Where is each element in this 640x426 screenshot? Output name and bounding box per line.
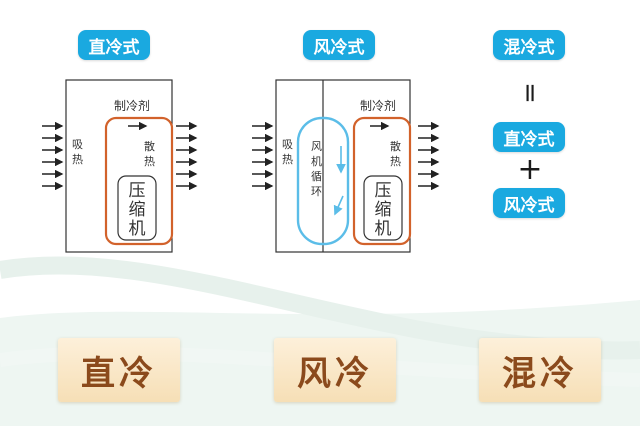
fan-loop-char-3: 循 xyxy=(311,170,322,183)
direct-cooling-pill: 直冷式 xyxy=(78,30,150,60)
direct-compressor-char-2: 缩 xyxy=(129,200,146,220)
air-cooling-pill: 风冷式 xyxy=(303,30,375,60)
air-absorb-char-2: 热 xyxy=(282,153,293,166)
direct-cooling-label: 直冷 xyxy=(58,338,180,402)
hybrid-cooling-label: 混冷 xyxy=(479,338,601,402)
fan-loop-char-4: 环 xyxy=(311,185,322,198)
plus-sign: + xyxy=(517,152,543,187)
hybrid-part-air-pill: 风冷式 xyxy=(493,188,565,218)
air-compressor-char-2: 缩 xyxy=(375,200,392,220)
fan-loop-char-1: 风 xyxy=(311,140,322,153)
air-release-char-1: 散 xyxy=(390,139,401,153)
fan-loop-char-2: 机 xyxy=(311,154,322,168)
direct-outflow-arrows xyxy=(176,121,198,191)
air-outflow-arrows xyxy=(418,121,440,191)
direct-absorb-char-1: 吸 xyxy=(72,138,83,151)
air-release-char-2: 热 xyxy=(390,155,401,168)
direct-refrigerant-loop xyxy=(104,116,174,246)
air-cooling-label: 风冷 xyxy=(274,338,396,402)
hybrid-part-direct-pill: 直冷式 xyxy=(493,122,565,152)
fan-loop xyxy=(296,116,350,246)
air-absorb-char-1: 吸 xyxy=(282,138,293,151)
direct-absorb-char-2: 热 xyxy=(72,153,83,166)
air-refrigerant-label: 制冷剂 xyxy=(360,98,396,113)
air-compressor-char-3: 机 xyxy=(375,219,392,239)
air-inflow-arrows xyxy=(252,121,274,191)
direct-release-char-1: 散 xyxy=(144,139,155,153)
direct-compressor-char-1: 压 xyxy=(129,181,146,201)
direct-refrigerant-label: 制冷剂 xyxy=(114,98,150,113)
hybrid-cooling-pill: 混冷式 xyxy=(493,30,565,60)
direct-release-char-2: 热 xyxy=(144,155,155,168)
air-refrigerant-loop xyxy=(352,116,412,246)
direct-cooling-diagram: 制冷剂 吸 热 散 热 压 缩 机 xyxy=(42,79,198,253)
direct-inflow-arrows xyxy=(42,121,64,191)
air-cooling-diagram: 吸 热 风 机 循 环 制冷剂 散 热 压 缩 机 xyxy=(252,79,440,253)
direct-compressor xyxy=(117,175,157,241)
air-compressor-char-1: 压 xyxy=(375,181,392,201)
air-compressor xyxy=(363,175,403,241)
direct-compressor-char-3: 机 xyxy=(129,219,146,239)
